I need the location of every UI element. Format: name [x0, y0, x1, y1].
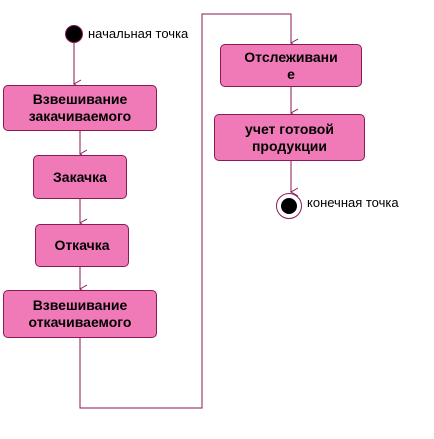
- action-weigh-in-label: Взвешивание закачиваемого: [28, 91, 132, 124]
- action-accounting-label: учет готовой продукции: [245, 120, 334, 154]
- action-pump-in[interactable]: Закачка: [33, 155, 127, 199]
- final-node: [276, 193, 302, 219]
- action-pump-in-label: Закачка: [53, 168, 107, 185]
- final-node-label: конечная точка: [307, 195, 399, 210]
- flow-weigh-out-to-tracking: [79, 13, 299, 409]
- action-pump-out[interactable]: Откачка: [35, 224, 129, 267]
- initial-node-label: начальная точка: [88, 26, 189, 41]
- action-weigh-out-label: Взвешивание откачиваемого: [28, 297, 132, 330]
- action-pump-out-label: Откачка: [54, 237, 110, 253]
- action-weigh-out[interactable]: Взвешивание откачиваемого: [3, 290, 157, 338]
- action-accounting[interactable]: учет готовой продукции: [214, 114, 365, 161]
- final-node-core: [281, 198, 297, 214]
- action-tracking[interactable]: Отслеживани е: [220, 44, 362, 87]
- action-weigh-in[interactable]: Взвешивание закачиваемого: [3, 85, 157, 131]
- initial-node: [65, 25, 83, 43]
- action-tracking-label: Отслеживани е: [244, 48, 338, 82]
